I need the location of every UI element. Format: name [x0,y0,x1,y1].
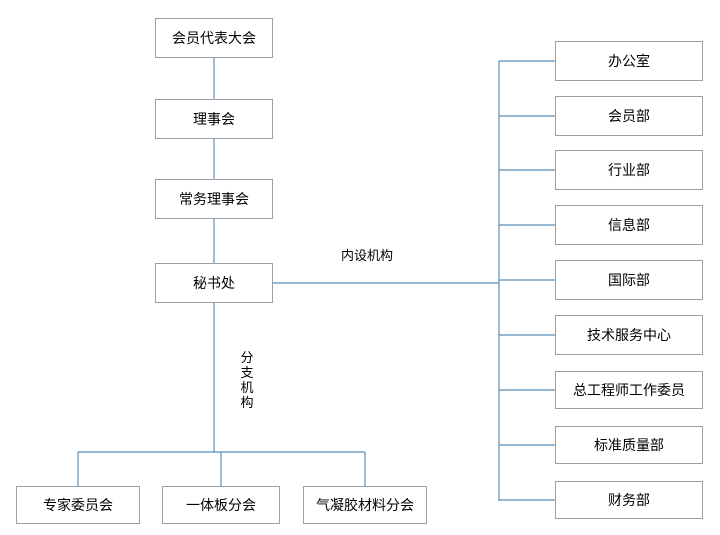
node-aerogel-branch: 气凝胶材料分会 [303,486,427,524]
node-standard-quality-dept: 标准质量部 [555,426,703,464]
node-technical-service-center: 技术服务中心 [555,315,703,355]
node-secretariat: 秘书处 [155,263,273,303]
node-industry-dept: 行业部 [555,150,703,190]
label-branch-organizations: 分支机构 [240,350,254,411]
node-office: 办公室 [555,41,703,81]
label-internal-organizations: 内设机构 [341,245,394,264]
node-chief-engineer-committee: 总工程师工作委员 [555,371,703,409]
node-finance-dept: 财务部 [555,481,703,519]
node-assembly: 会员代表大会 [155,18,273,58]
node-panel-branch: 一体板分会 [162,486,280,524]
node-standing-council: 常务理事会 [155,179,273,219]
node-information-dept: 信息部 [555,205,703,245]
node-council: 理事会 [155,99,273,139]
node-expert-committee: 专家委员会 [16,486,140,524]
node-international-dept: 国际部 [555,260,703,300]
node-membership-dept: 会员部 [555,96,703,136]
